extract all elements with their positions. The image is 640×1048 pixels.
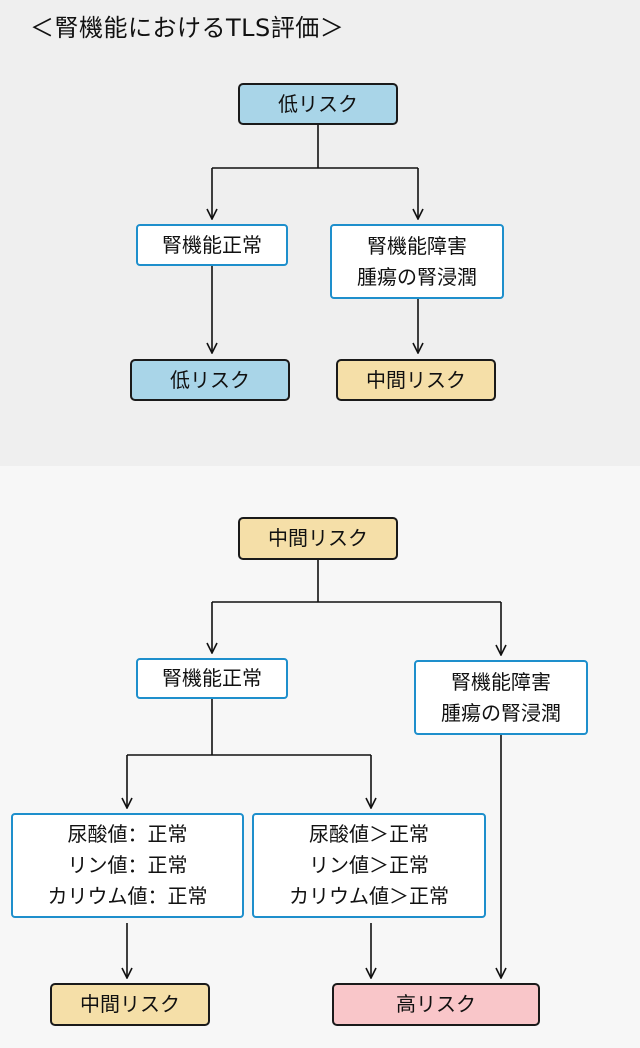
labs-above-normal-box: 尿酸値＞正常 リン値＞正常 カリウム値＞正常	[252, 813, 486, 918]
top-renal-impairment: 腎機能障害 腫瘍の腎浸潤	[330, 224, 504, 299]
top-impaired-line-1: 腎機能障害	[367, 233, 467, 258]
bottom-result-high-risk: 高リスク	[332, 983, 540, 1026]
potassium-high: カリウム値＞正常	[289, 884, 449, 908]
bottom-result-intermediate-risk: 中間リスク	[50, 983, 210, 1026]
phosphorus-high: リン値＞正常	[309, 853, 429, 877]
phosphorus-normal: リン値：正常	[67, 853, 188, 877]
uric-acid-normal: 尿酸値：正常	[67, 822, 188, 846]
bottom-impaired-line-2: 腫瘍の腎浸潤	[441, 700, 561, 725]
diagram-title: ＜腎機能におけるTLS評価＞	[30, 14, 345, 42]
top-impaired-line-2: 腫瘍の腎浸潤	[357, 264, 477, 289]
intermediate-risk-panel	[0, 466, 640, 1048]
bottom-root-label: 中間リスク	[268, 526, 368, 550]
top-result-intermediate-risk: 中間リスク	[336, 359, 496, 401]
top-normal-label: 腎機能正常	[162, 232, 262, 257]
top-normal-result-label: 低リスク	[170, 367, 250, 392]
connector-bottom-normal	[127, 699, 371, 756]
top-normal-renal-function: 腎機能正常	[136, 224, 288, 266]
low-risk-panel	[0, 0, 640, 466]
bottom-root-intermediate-risk: 中間リスク	[238, 517, 398, 560]
bottom-high-result-label: 高リスク	[396, 992, 476, 1016]
bottom-labs-normal-result-label: 中間リスク	[80, 992, 180, 1016]
potassium-normal: カリウム値：正常	[47, 884, 208, 908]
bottom-impaired-line-1: 腎機能障害	[451, 669, 551, 694]
connector-bottom-root	[212, 560, 501, 603]
top-result-low-risk: 低リスク	[130, 359, 290, 401]
top-root-label: 低リスク	[278, 91, 358, 116]
top-root-low-risk: 低リスク	[238, 83, 398, 125]
uric-acid-high: 尿酸値＞正常	[309, 822, 429, 846]
labs-normal-box: 尿酸値：正常 リン値：正常 カリウム値：正常	[11, 813, 244, 918]
connector-top-root	[212, 125, 418, 169]
bottom-renal-impairment: 腎機能障害 腫瘍の腎浸潤	[414, 660, 588, 735]
bottom-normal-renal-function: 腎機能正常	[136, 658, 288, 699]
bottom-normal-label: 腎機能正常	[162, 666, 262, 690]
top-impaired-result-label: 中間リスク	[366, 367, 466, 392]
